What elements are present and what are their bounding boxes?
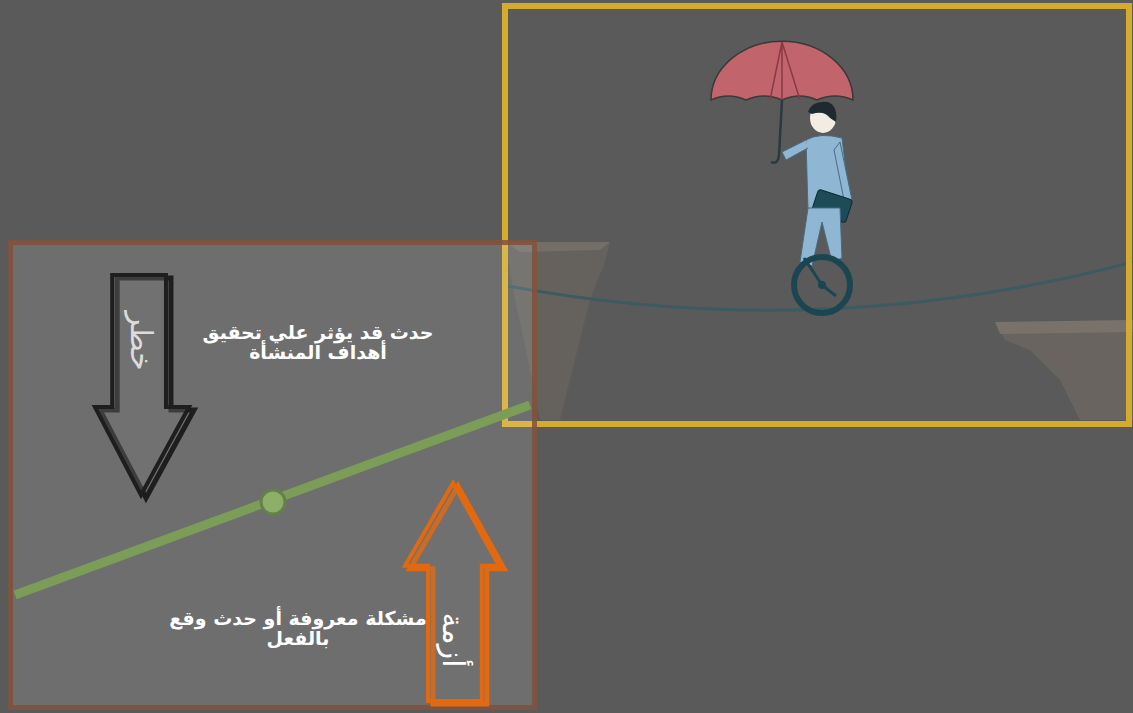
arrow-body <box>95 275 189 495</box>
right-cliff-top <box>995 320 1133 334</box>
hair <box>808 102 836 122</box>
right-cliff <box>995 320 1133 420</box>
description-text: مشكلة معروفة أو حدث وقع بالفعل <box>153 609 443 649</box>
unicycle-cranks <box>804 258 836 296</box>
arrow-shape: أزمة <box>405 483 501 701</box>
umbrella <box>711 41 853 100</box>
arrow-body <box>405 483 499 701</box>
arrow-shape: خطر <box>93 275 189 495</box>
arrow-outline <box>405 483 501 701</box>
arrow-outline <box>93 275 189 495</box>
group-panel: خطر أزمة حدث قد يؤثر علي تحقيق أهداف المنش… <box>8 240 537 710</box>
tightrope <box>503 262 1133 310</box>
umbrella-handle <box>771 100 782 163</box>
arrow-label: خطر <box>124 311 159 371</box>
description-text: حدث قد يؤثر علي تحقيق أهداف المنشأة <box>173 323 463 363</box>
unicycle-wheel <box>794 257 850 313</box>
arrow-label: أزمة <box>436 612 471 667</box>
arm <box>782 140 808 160</box>
highlight-frame <box>505 6 1129 424</box>
umbrella-ribs <box>770 42 800 100</box>
